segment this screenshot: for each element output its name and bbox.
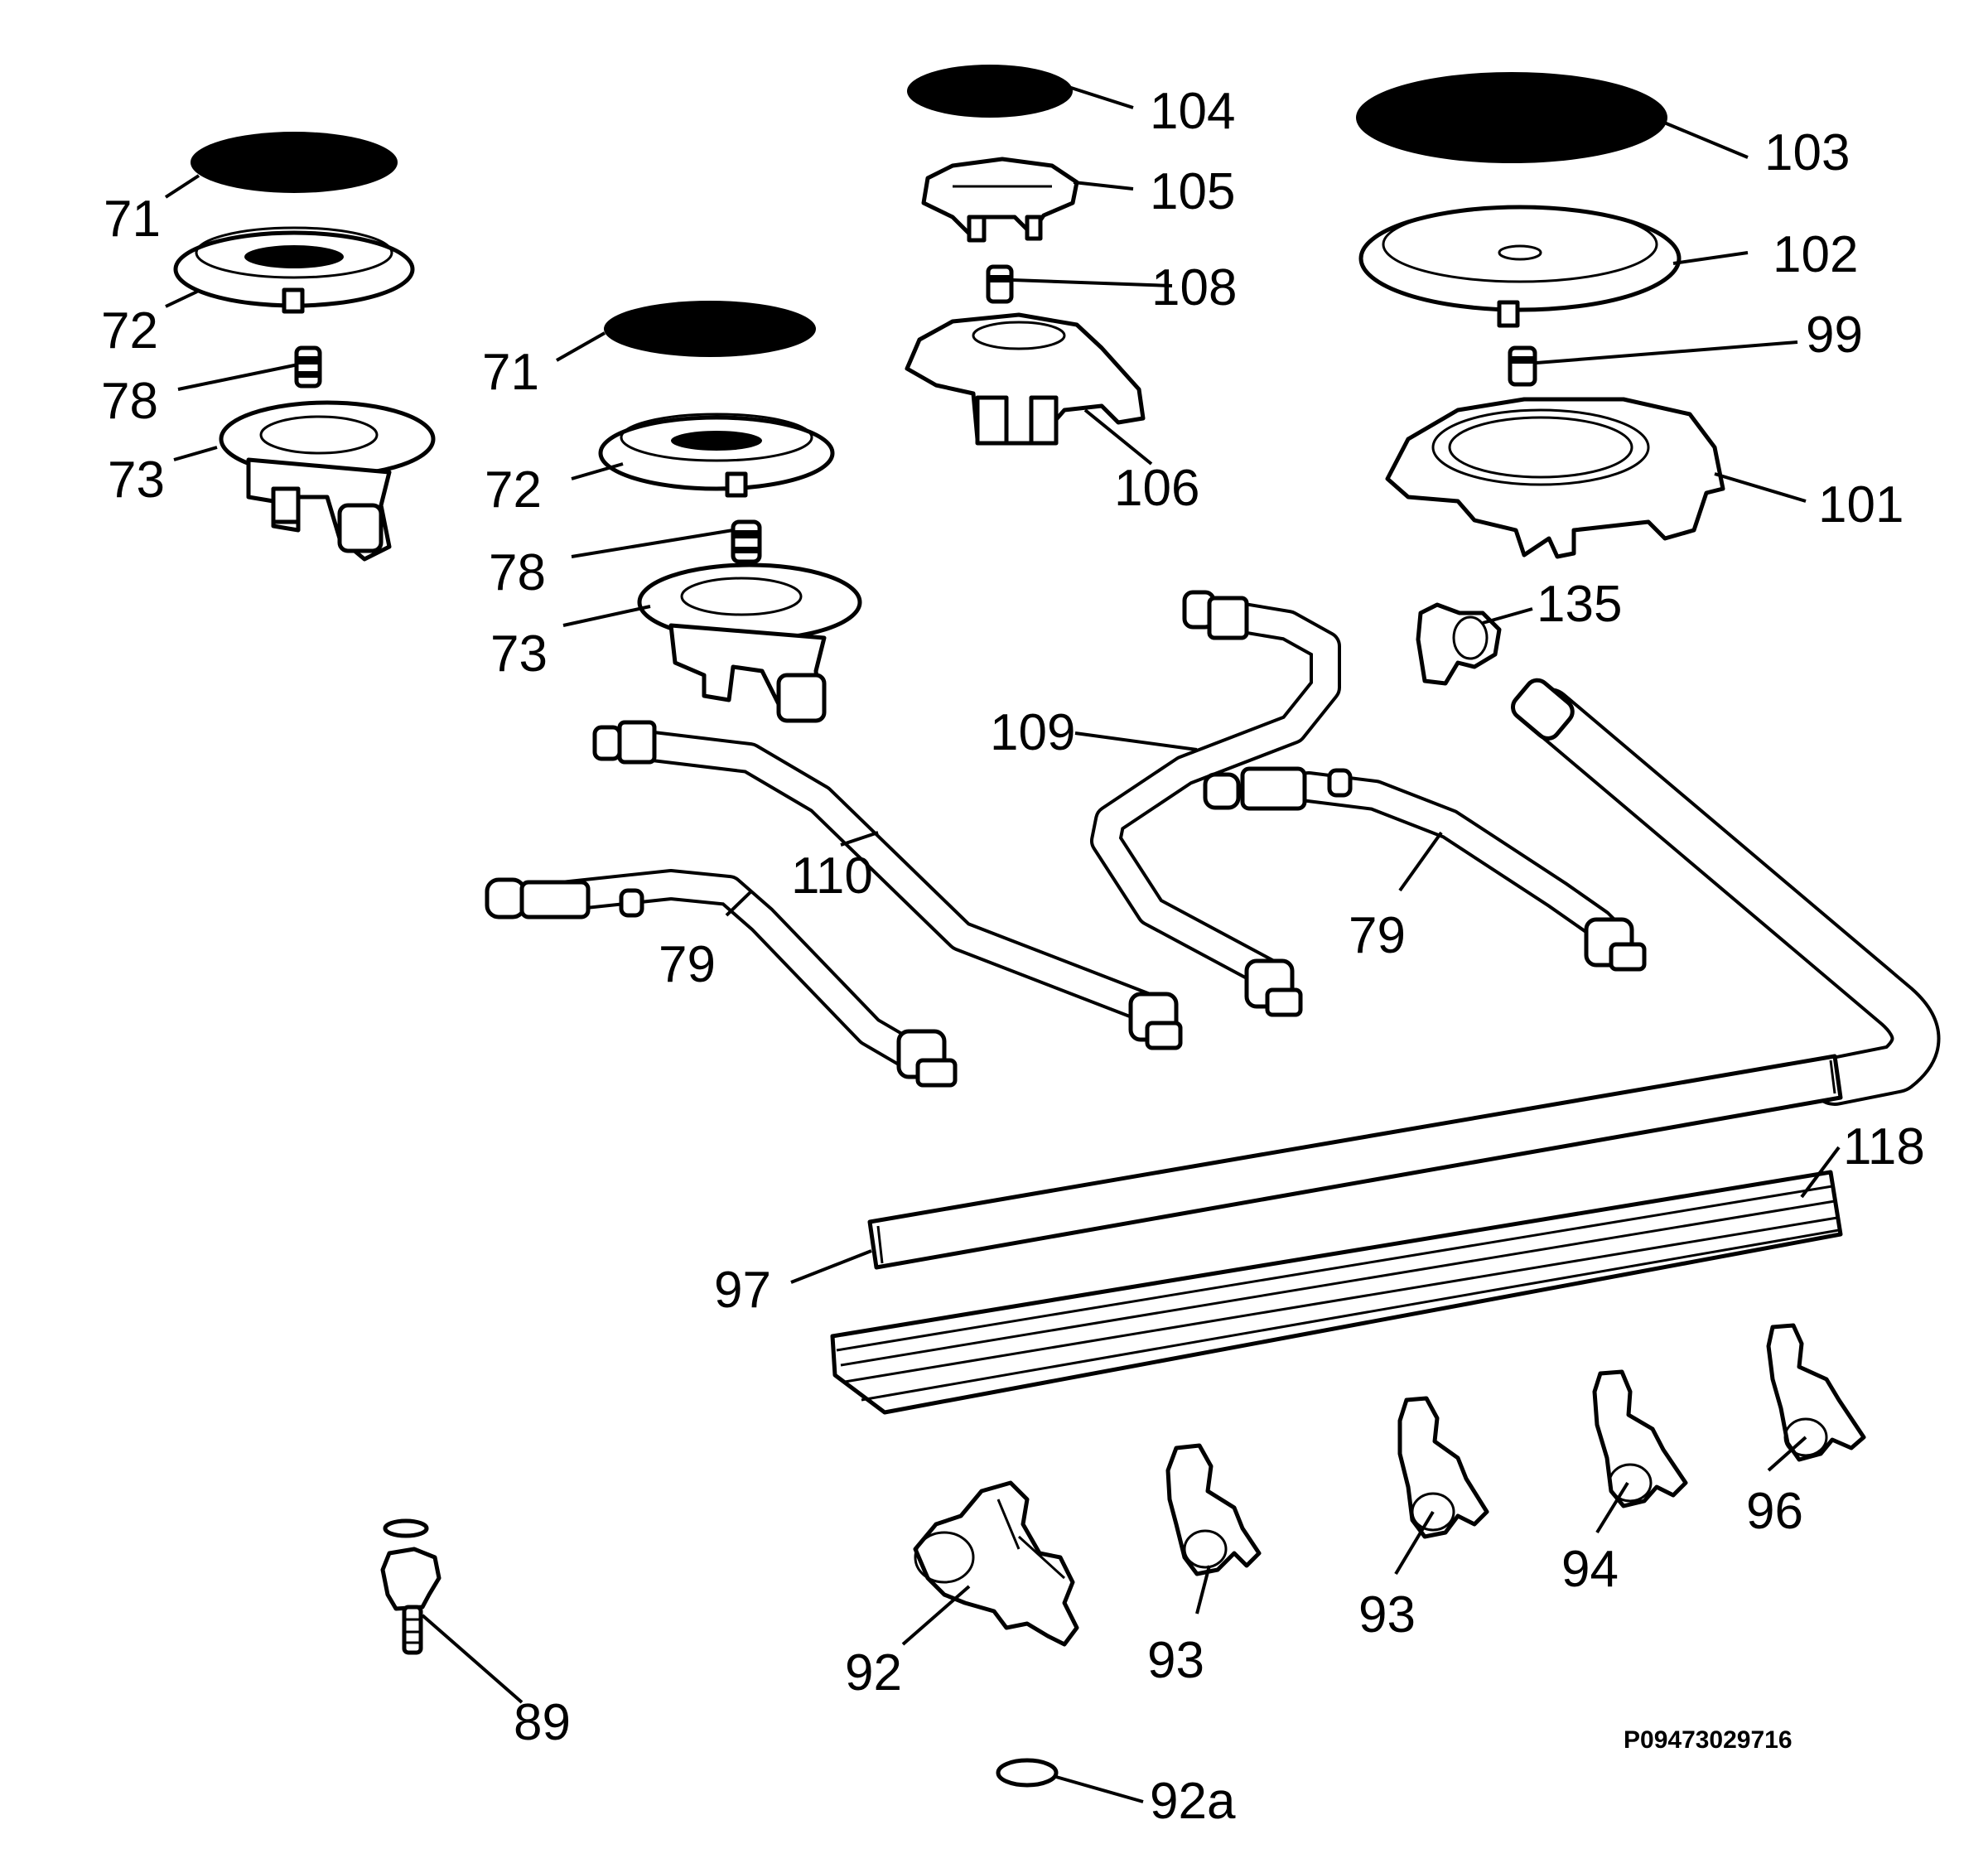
callout-89: 89: [514, 1694, 571, 1751]
callout-labels: 71 72 78 73 71 72 78 73 104 105 108 106 …: [101, 83, 1925, 1830]
thermocouple-135: [1416, 602, 1502, 686]
callout-92a: 92a: [1150, 1773, 1236, 1830]
callout-110: 110: [791, 847, 873, 905]
callout-71-left: 71: [104, 191, 161, 248]
callout-99: 99: [1806, 307, 1863, 364]
callout-79-right: 79: [1349, 907, 1406, 964]
callout-73-center: 73: [490, 625, 548, 683]
gas-pipe-110: [592, 720, 1183, 1050]
burner-crown-102: [1358, 205, 1682, 328]
injector-108: [986, 264, 1014, 304]
callout-103: 103: [1764, 124, 1850, 181]
burner-base-73-center: [637, 562, 862, 723]
injector-99: [1508, 345, 1537, 387]
burner-crown-72-left: [173, 226, 415, 314]
burner-assembly-left: [173, 132, 436, 562]
callout-94: 94: [1561, 1541, 1619, 1598]
callout-108: 108: [1151, 259, 1237, 316]
gas-valve-96: [1766, 1323, 1866, 1462]
ignition-button-89: [380, 1518, 442, 1655]
gas-valve-93-right: [1397, 1396, 1489, 1539]
callout-79-left: 79: [659, 936, 716, 993]
burner-cap-103: [1356, 72, 1667, 163]
callout-92: 92: [845, 1644, 902, 1701]
figure-code: P09473029716: [1624, 1726, 1793, 1754]
callout-102: 102: [1773, 226, 1858, 283]
manifold-97: [867, 1054, 1843, 1270]
burner-base-106: [905, 312, 1146, 446]
burner-assembly-center: [905, 65, 1146, 446]
burner-cap-104: [907, 65, 1073, 118]
callout-78-center: 78: [489, 544, 546, 601]
gas-valve-94: [1592, 1369, 1688, 1508]
burner-crown-105: [921, 157, 1079, 243]
callout-135: 135: [1537, 576, 1622, 633]
callout-72-center: 72: [485, 461, 542, 519]
burner-assembly-right: [1356, 72, 1725, 559]
gas-pipe-79-right: [1203, 766, 1647, 972]
valve-bracket-118: [830, 1170, 1843, 1415]
burner-base-73-left: [219, 400, 436, 562]
gas-valve-93-left: [1165, 1443, 1262, 1576]
burner-crown-72-center: [598, 413, 835, 498]
burner-cap-71-left: [191, 132, 398, 193]
callout-78-left: 78: [101, 373, 158, 430]
callout-97: 97: [714, 1262, 771, 1319]
burner-assembly-center-left: [598, 301, 862, 723]
injector-78-left: [294, 345, 322, 389]
gas-pipe-79-left: [485, 869, 958, 1088]
gas-valve-92: [913, 1480, 1079, 1647]
seal-ring-92a: [996, 1758, 1059, 1788]
callout-106: 106: [1114, 460, 1199, 517]
burner-cap-71-center: [604, 301, 816, 357]
callout-96: 96: [1746, 1483, 1803, 1540]
leader-lines: [164, 85, 1841, 1803]
callout-73-left: 73: [108, 451, 165, 509]
callout-71-center: 71: [482, 344, 539, 401]
main-gas-feed-pipe: [1510, 678, 1941, 1106]
callout-109: 109: [990, 704, 1075, 761]
callout-105: 105: [1150, 163, 1235, 220]
gas-pipe-109: [1090, 590, 1341, 1017]
callout-72-left: 72: [101, 302, 158, 360]
callout-93-left: 93: [1147, 1632, 1204, 1689]
callout-101: 101: [1818, 476, 1904, 533]
callout-118: 118: [1843, 1118, 1925, 1175]
callout-104: 104: [1150, 83, 1235, 140]
injector-78-center: [731, 519, 762, 564]
callout-93-right: 93: [1358, 1586, 1416, 1644]
burner-base-101: [1385, 397, 1725, 559]
